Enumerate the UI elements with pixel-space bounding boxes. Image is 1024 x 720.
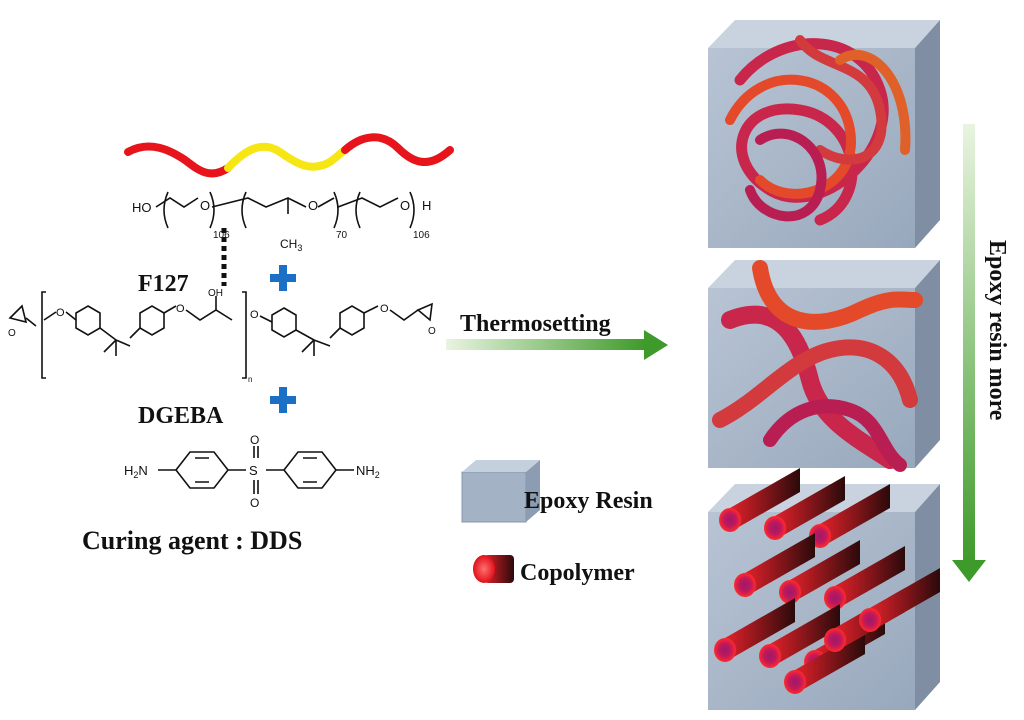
- thermosetting-arrow: [446, 330, 668, 360]
- cylinder-rod: [824, 546, 905, 610]
- dds-structural-formula: H2N S O O NH2: [124, 433, 380, 510]
- f127-sub3: 106: [413, 230, 430, 241]
- curing-agent-label: Curing agent : DDS: [82, 526, 302, 555]
- epoxy-more-label: Epoxy resin more: [984, 240, 1010, 421]
- dgeba-o-left: O: [56, 307, 65, 319]
- dgeba-o-mid2: O: [250, 309, 259, 321]
- cube-random-coil: [708, 20, 940, 248]
- f127-h: H: [422, 198, 431, 213]
- plus-icon-1: [270, 265, 296, 291]
- cylinder-rod: [759, 604, 840, 668]
- dds-nh2: NH2: [356, 463, 380, 480]
- dds-s: S: [249, 463, 258, 478]
- f127-ho: HO: [132, 200, 152, 215]
- f127-chain-illustration: [124, 133, 454, 178]
- f127-structural-formula: HO O 106 CH3 O 70 O 106 H: [132, 191, 431, 253]
- cylinder-rod: [734, 533, 815, 597]
- f127-ch3: CH3: [280, 237, 302, 253]
- f127-label: F127: [138, 271, 189, 297]
- cylinder-rod: [719, 468, 800, 532]
- f127-sub1: 106: [213, 230, 230, 241]
- epoxy-resin-legend-label: Epoxy Resin: [524, 488, 653, 514]
- dgeba-epoxide-o-right: O: [428, 326, 436, 337]
- dgeba-label: DGEBA: [138, 403, 224, 429]
- f127-o1: O: [200, 198, 210, 213]
- f127-o2: O: [308, 198, 318, 213]
- plus-icon-2: [270, 387, 296, 413]
- cylinder-rod: [859, 568, 940, 632]
- dgeba-structural-formula: O O O OH n O O O: [8, 288, 436, 384]
- dgeba-oh: OH: [208, 288, 223, 299]
- cylinder-rods: [714, 468, 940, 694]
- dds-o-bottom: O: [250, 496, 259, 510]
- dgeba-o-mid: O: [176, 303, 185, 315]
- epoxy-resin-legend-cube: [461, 460, 540, 523]
- copolymer-legend-label: Copolymer: [520, 560, 635, 586]
- dds-h2n: H2N: [124, 463, 148, 480]
- cylinder-rod: [714, 598, 795, 662]
- dgeba-epoxide-o-left: O: [8, 328, 16, 339]
- dgeba-n: n: [248, 375, 252, 384]
- cylinder-rod: [784, 630, 865, 694]
- f127-sub2: 70: [336, 230, 348, 241]
- epoxy-more-arrow: [952, 124, 986, 582]
- thermosetting-label: Thermosetting: [460, 311, 611, 337]
- dgeba-o-right: O: [380, 303, 389, 315]
- dds-o-top: O: [250, 433, 259, 447]
- f127-o3: O: [400, 198, 410, 213]
- copolymer-legend-rod: [473, 555, 514, 583]
- cylinder-rod: [764, 476, 845, 540]
- cylinder-rod: [779, 540, 860, 604]
- cube-wormlike: [708, 260, 940, 472]
